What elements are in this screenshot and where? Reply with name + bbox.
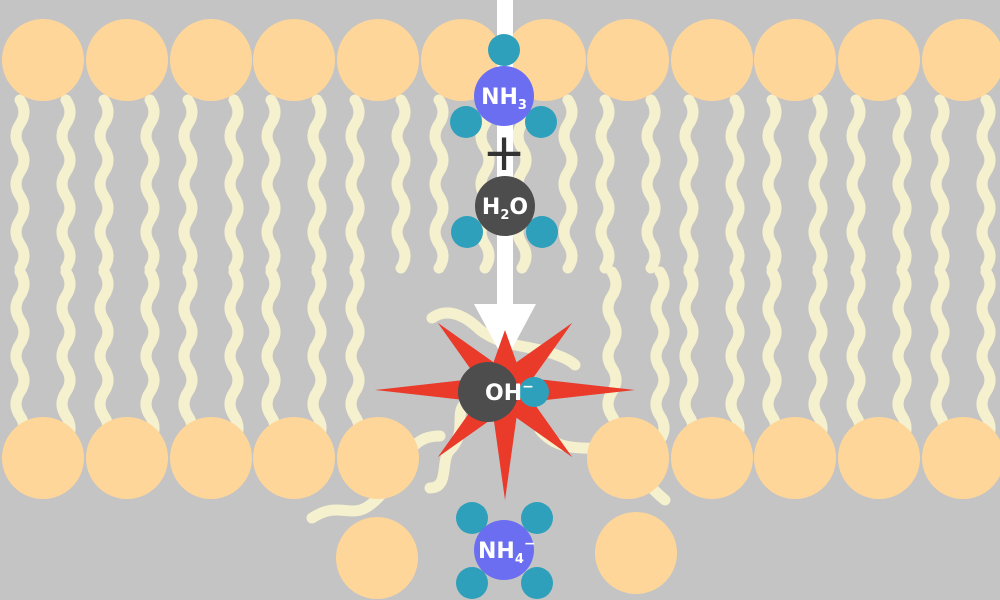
lipid-head — [587, 19, 669, 101]
lipid-head — [922, 19, 1000, 101]
ammonia-molecule: NH3 — [450, 34, 557, 138]
lipid-tail — [10, 94, 30, 274]
lipid-head — [754, 19, 836, 101]
hydroxide-molecule: OH− — [458, 362, 549, 422]
lipid-head — [587, 417, 669, 499]
water-molecule: H2O — [451, 176, 558, 248]
lipid-head — [86, 417, 168, 499]
lipid-head — [2, 417, 84, 499]
ammonium-label: NH4− — [478, 536, 536, 567]
lipid-tail — [475, 94, 495, 274]
lipid-tail — [595, 94, 615, 274]
lipid-tail — [140, 266, 160, 446]
lipid-head — [838, 417, 920, 499]
lipid-tail — [56, 266, 76, 446]
lipid-tail — [976, 266, 996, 446]
lipid-tail — [892, 266, 912, 446]
hydrogen-atom — [456, 567, 488, 599]
lipid-tail — [261, 266, 281, 446]
plus-sign: + — [482, 123, 526, 183]
hydrogen-atom — [525, 106, 557, 138]
lipid-tail — [56, 94, 76, 274]
lipid-head — [754, 417, 836, 499]
lipid-tail — [930, 266, 950, 446]
lipid-head — [86, 19, 168, 101]
ammonia-label: NH3 — [481, 85, 527, 113]
lipid-tail — [808, 266, 828, 446]
lipid-tail — [846, 94, 866, 274]
lipid-tail — [762, 266, 782, 446]
lipid-tail — [178, 94, 198, 274]
lipid-head — [336, 517, 418, 599]
lipid-head — [595, 512, 677, 594]
lipid-head — [253, 19, 335, 101]
lipid-tail — [976, 94, 996, 274]
lipid-head — [337, 19, 419, 101]
nitrogen-atom — [474, 66, 534, 126]
hydrogen-atom — [488, 34, 520, 66]
lipid-head — [170, 417, 252, 499]
lipid-tail — [10, 266, 30, 446]
nitrogen-atom — [474, 520, 534, 580]
lipid-tail — [602, 266, 622, 446]
lipid-tail — [892, 94, 912, 274]
hydrogen-atom — [521, 567, 553, 599]
lipid-tail — [140, 94, 160, 274]
lipid-tail — [808, 94, 828, 274]
lipid-head — [671, 19, 753, 101]
lipid-tail — [558, 94, 578, 274]
lipid-head — [170, 19, 252, 101]
lipid-head — [253, 417, 335, 499]
lipid-tail — [679, 266, 699, 446]
lipid-tail — [224, 266, 244, 446]
lipid-tail — [641, 94, 661, 274]
lipid-tail — [930, 94, 950, 274]
lipid-tail — [725, 94, 745, 274]
lipid-tail — [762, 94, 782, 274]
lipid-head — [838, 19, 920, 101]
oxygen-atom — [475, 176, 535, 236]
lipid-head — [2, 19, 84, 101]
lipid-head — [337, 417, 419, 499]
lipid-tail — [429, 94, 449, 274]
lipid-tail — [224, 94, 244, 274]
lipid-tail — [94, 94, 114, 274]
hydrogen-atom — [519, 377, 549, 407]
lipid-tail — [178, 266, 198, 446]
hydrogen-atom — [521, 502, 553, 534]
lipid-tail — [307, 266, 327, 446]
hydrogen-atom — [456, 502, 488, 534]
ammonium-molecule: NH4− — [456, 502, 553, 599]
lipid-tail — [345, 94, 365, 274]
lipid-head — [671, 417, 753, 499]
lipid-tail — [94, 266, 114, 446]
lipid-tail — [846, 266, 866, 446]
lipid-tail — [725, 266, 745, 446]
hydrogen-atom — [451, 216, 483, 248]
lipid-tail — [679, 94, 699, 274]
lipid-tail — [307, 94, 327, 274]
lipid-head — [922, 417, 1000, 499]
lipid-tail — [424, 394, 476, 494]
lipid-tail — [261, 94, 281, 274]
lipid-tail — [345, 266, 365, 446]
water-label: H2O — [482, 195, 528, 223]
lipid-heads — [2, 19, 1000, 599]
oxygen-atom — [458, 362, 518, 422]
hydroxide-label: OH− — [485, 379, 534, 406]
lipid-tail — [391, 94, 411, 274]
hydrogen-atom — [526, 216, 558, 248]
hydrogen-atom — [450, 106, 482, 138]
lipid-tail — [650, 266, 670, 446]
